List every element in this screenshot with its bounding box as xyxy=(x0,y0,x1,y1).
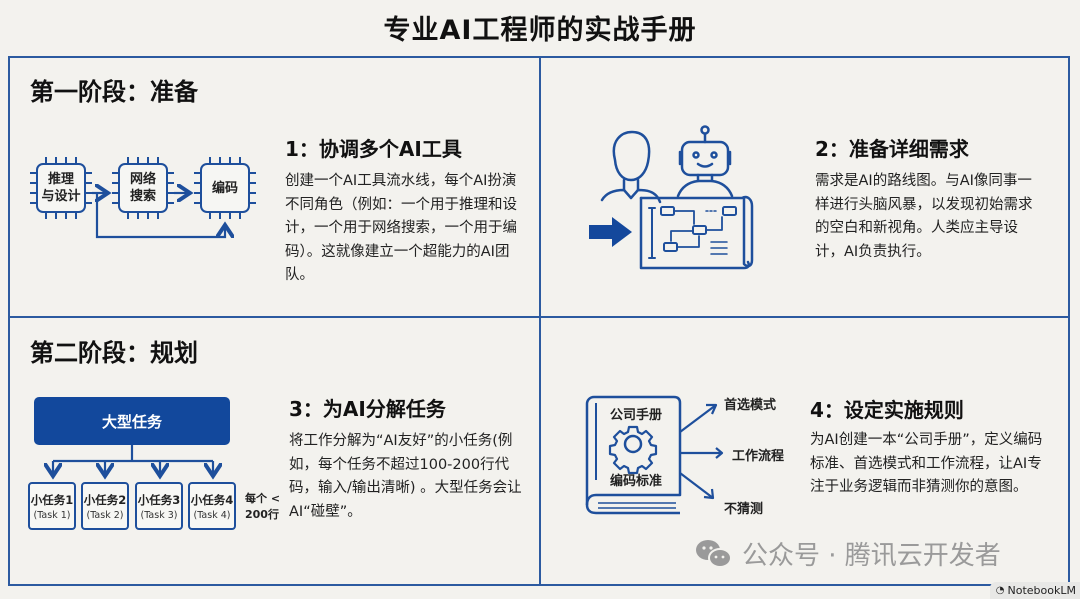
note-line1: 每个 < xyxy=(245,492,281,505)
subtask-name: 小任务3 xyxy=(137,493,181,507)
subtask-en: (Task 3) xyxy=(140,510,178,521)
robot-icon xyxy=(676,125,734,198)
book-subtitle: 编码标准 xyxy=(610,474,663,489)
notebooklm-badge: ◔ NotebookLM xyxy=(989,582,1080,599)
chip-label: 编码 xyxy=(211,180,238,196)
chip-label: 推理 与设计 xyxy=(41,172,81,204)
watermark-text: 公众号 · 腾讯云开发者 xyxy=(742,541,1001,571)
subtask-4: 小任务4 (Task 4) xyxy=(188,482,236,530)
divider-horizontal xyxy=(10,316,1068,318)
handbook-grid xyxy=(8,56,1070,586)
rule-arrows xyxy=(679,403,724,500)
section2-body: 需求是AI的路线图。与AI像同事一样进行头脑风暴，以发现初始需求的空白和新视角。… xyxy=(815,173,1033,260)
book-icon xyxy=(585,395,682,515)
wechat-icon xyxy=(696,539,732,568)
subtask-en: (Task 1) xyxy=(33,510,71,521)
subtask-3: 小任务3 (Task 3) xyxy=(135,482,183,530)
phase1-title: 第一阶段：准备 xyxy=(30,78,198,106)
gear-icon xyxy=(608,425,658,475)
task-tree-connectors xyxy=(0,0,1,1)
subtask-name: 小任务1 xyxy=(30,493,74,507)
rule-workflow: 工作流程 xyxy=(732,449,785,464)
note-line2: 200行 xyxy=(245,508,279,521)
chip-label: 网络 搜索 xyxy=(129,172,156,204)
section4-title: 4：设定实施规则 xyxy=(810,398,964,422)
blueprint-icon xyxy=(639,195,754,270)
rule-no-guessing: 不猜测 xyxy=(724,502,764,517)
line-limit-note: 每个 < 200行 xyxy=(245,491,280,523)
section1-title: 1：协调多个AI工具 xyxy=(285,137,462,161)
chip-web-search: 网络 搜索 xyxy=(118,163,168,213)
big-task-label: 大型任务 xyxy=(101,412,162,431)
phase2-title: 第二阶段：规划 xyxy=(30,339,198,367)
section2-title: 2：准备详细需求 xyxy=(815,137,969,161)
pipeline-connectors xyxy=(0,0,1,1)
section3-body: 将工作分解为“AI友好”的小任务(例如，每个任务不超过100-200行代码，输入… xyxy=(289,433,522,520)
divider-vertical xyxy=(539,58,541,584)
arrow-right-icon xyxy=(589,217,632,247)
chip-coding: 编码 xyxy=(200,163,250,213)
section4-body: 为AI创建一本“公司手册”，定义编码标准、首选模式和工作流程，让AI专注于业务逻… xyxy=(810,432,1043,495)
watermark: 公众号 · 腾讯云开发者 xyxy=(694,535,1001,572)
chip-reasoning-design: 推理 与设计 xyxy=(36,163,86,213)
book-title: 公司手册 xyxy=(610,408,663,423)
person-icon xyxy=(600,130,662,204)
subtask-en: (Task 2) xyxy=(86,510,124,521)
subtask-1: 小任务1 (Task 1) xyxy=(28,482,76,530)
section1-body: 创建一个AI工具流水线，每个AI扮演不同角色（例如：一个用于推理和设计，一个用于… xyxy=(285,173,517,283)
subtask-en: (Task 4) xyxy=(193,510,231,521)
subtask-2: 小任务2 (Task 2) xyxy=(81,482,129,530)
rule-preferred-patterns: 首选模式 xyxy=(724,398,777,413)
handbook-illustration xyxy=(585,395,724,515)
subtask-name: 小任务4 xyxy=(190,493,234,507)
notebooklm-icon: ◔ xyxy=(995,585,1005,596)
requirements-illustration xyxy=(589,125,754,270)
subtask-name: 小任务2 xyxy=(83,493,127,507)
big-task-box: 大型任务 xyxy=(34,397,230,445)
badge-text: NotebookLM xyxy=(1007,584,1076,597)
section3-title: 3：为AI分解任务 xyxy=(289,397,446,421)
page-title: 专业AI工程师的实战手册 xyxy=(383,15,697,46)
